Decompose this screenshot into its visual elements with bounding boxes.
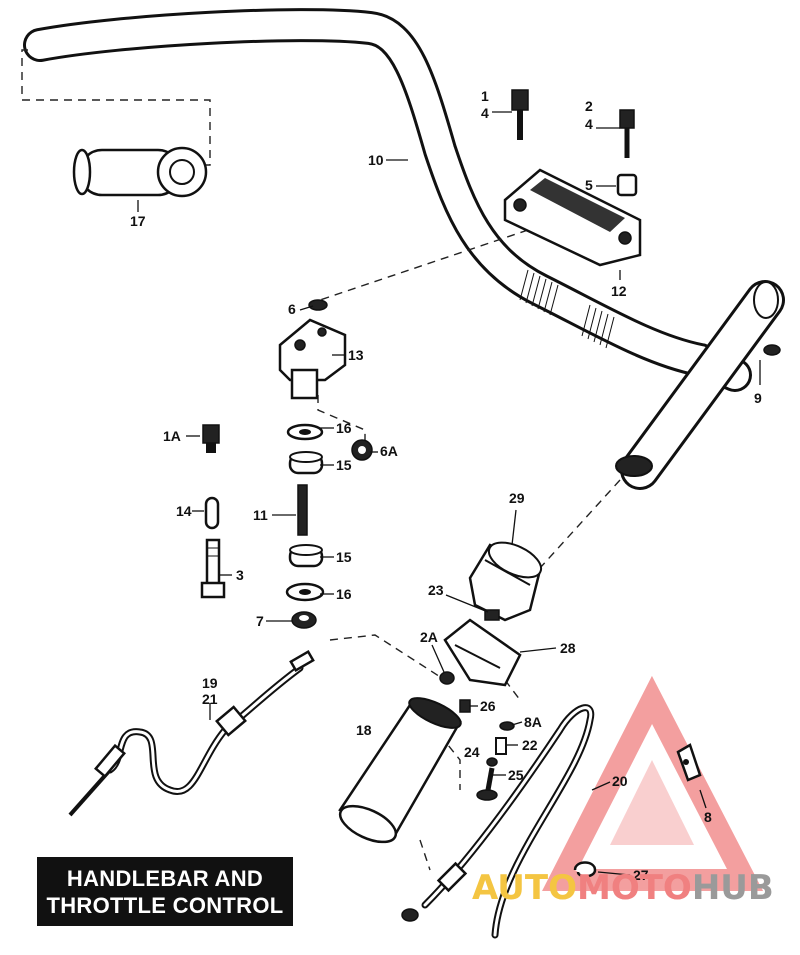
callout-24: 24 (464, 744, 480, 760)
title-line-1: HANDLEBAR AND (66, 865, 264, 891)
screw-2a (439, 671, 455, 685)
watermark-part-2: MOTO (576, 868, 692, 908)
watermark-part-3: HUB (691, 868, 774, 908)
nut-6a (351, 439, 373, 461)
screw-25 (476, 767, 498, 801)
nut-7 (291, 611, 317, 629)
ferrule-23 (484, 609, 500, 621)
screw-1 (511, 89, 529, 140)
idle-cable-20 (401, 704, 595, 939)
washer-6 (308, 299, 328, 311)
callout-6: 6 (288, 301, 296, 317)
callout-7: 7 (256, 613, 264, 629)
bracket-8 (676, 743, 702, 782)
callout-10: 10 (368, 152, 384, 168)
callout-16b: 16 (336, 586, 352, 602)
callout-13: 13 (348, 347, 364, 363)
handlebar-upper-clamp (503, 168, 642, 267)
callout-15b: 15 (336, 549, 352, 565)
lower-housing-28 (443, 618, 522, 687)
callout-20: 20 (612, 773, 628, 789)
callout-3: 3 (236, 567, 244, 583)
callout-12: 12 (611, 283, 627, 299)
callout-9: 9 (754, 390, 762, 406)
bushing-15-upper (288, 451, 324, 475)
clip-27 (573, 861, 597, 878)
watermark-text: AUTOMOTOHUB (472, 868, 774, 908)
screw-1a (202, 424, 220, 453)
screw-2 (619, 109, 635, 158)
bolt-3 (200, 538, 226, 599)
callout-8: 8 (704, 809, 712, 825)
washer-8a (499, 721, 515, 731)
spring-22 (495, 737, 507, 755)
callout-4: 4 (481, 105, 489, 121)
handlebar-riser (278, 318, 347, 400)
callout-22: 22 (522, 737, 538, 753)
callout-1a: 1A (163, 428, 181, 444)
callout-16: 16 (336, 420, 352, 436)
callout-2: 2 (585, 98, 593, 114)
callout-11: 11 (253, 507, 268, 523)
callout-labels: 1 4 2 4 5 10 17 12 6 13 9 1A 16 6A 15 14… (130, 88, 762, 883)
washer-16-upper (286, 423, 324, 441)
throttle-cable-19 (68, 649, 315, 817)
callout-4b: 4 (585, 116, 593, 132)
washer-16-lower (285, 582, 325, 602)
callout-28: 28 (560, 640, 576, 656)
clip-26 (459, 699, 471, 713)
title-line-2: THROTTLE CONTROL (46, 892, 284, 918)
screw-9 (763, 344, 781, 356)
callout-25: 25 (508, 767, 524, 783)
bushing-15-lower (288, 544, 324, 568)
throttle-housing (468, 541, 543, 622)
stud-11 (297, 484, 308, 536)
callout-1: 1 (481, 88, 489, 104)
watermark-logo (542, 675, 764, 891)
watermark-part-1: AUTO (472, 868, 577, 908)
callout-15: 15 (336, 457, 352, 473)
throttle-grip (338, 697, 462, 844)
callout-27: 27 (633, 867, 649, 883)
washer-24 (486, 757, 498, 767)
callout-14: 14 (176, 503, 192, 519)
callout-23: 23 (428, 582, 444, 598)
left-grip (72, 146, 208, 198)
callout-6a: 6A (380, 443, 398, 459)
leader-lines (137, 111, 761, 876)
callout-17: 17 (130, 213, 146, 229)
pin-14 (204, 496, 220, 530)
callout-2a: 2A (420, 629, 438, 645)
handlebar (23, 8, 785, 490)
bushing-5 (616, 173, 638, 197)
diagram-title: HANDLEBAR AND THROTTLE CONTROL (37, 857, 293, 926)
callout-18: 18 (356, 722, 372, 738)
callout-8a: 8A (524, 714, 542, 730)
callout-29: 29 (509, 490, 525, 506)
callout-5: 5 (585, 177, 593, 193)
callout-21: 21 (202, 691, 218, 707)
callout-26: 26 (480, 698, 496, 714)
callout-19: 19 (202, 675, 218, 691)
